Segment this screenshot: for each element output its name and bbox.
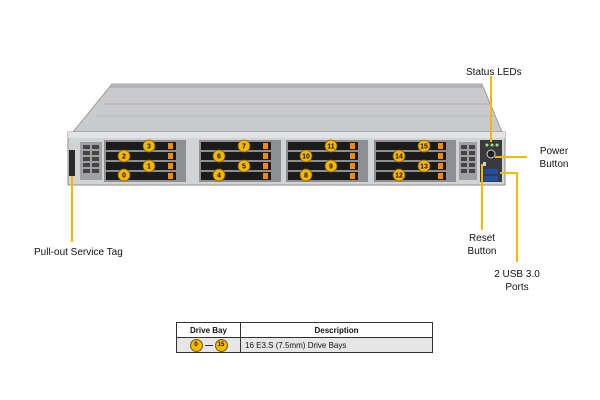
chassis-front-lip: [68, 132, 505, 138]
drive-badge-number: 5: [242, 164, 246, 171]
drive-badge-number: 4: [217, 173, 221, 180]
drive-badge-circle: [299, 149, 313, 163]
drive-badge-circle: [392, 149, 406, 163]
usb-ports-label-line1: 2 USB 3.0: [494, 269, 540, 280]
chassis-top-lid: [71, 83, 503, 133]
drive-badge-circle: [212, 149, 226, 163]
drive-badge-number: 6: [217, 154, 221, 161]
drive-badge-circle: [324, 159, 338, 173]
reset-button-label: Reset Button: [460, 232, 504, 258]
drive-badge-number: 2: [122, 154, 126, 161]
status-led-icon: [495, 143, 499, 147]
drive-badge-number: 0: [122, 173, 126, 180]
drive-badge-number: 12: [395, 173, 403, 180]
drive-badge-circle: [117, 149, 131, 163]
drive-badge-number: 1: [147, 164, 151, 171]
drive-badge-number: 13: [420, 164, 428, 171]
reset-button-label-line1: Reset: [468, 233, 496, 244]
usb-ports-label: 2 USB 3.0 Ports: [486, 268, 548, 294]
drive-badge-circle: [324, 139, 338, 153]
drive-badge-number: 15: [420, 144, 428, 151]
legend-row: 0 15 16 E3.S (7.5mm) Drive Bays: [176, 337, 433, 353]
right-vent-grille: [459, 142, 477, 180]
pull-out-service-tag: [69, 150, 75, 176]
legend-description: 16 E3.S (7.5mm) Drive Bays: [240, 337, 433, 353]
drive-badge-circle: [237, 139, 251, 153]
drive-badge-circle: [417, 139, 431, 153]
legend-header-description: Description: [240, 322, 433, 338]
legend-range-end-badge: 15: [214, 338, 228, 352]
status-led-icon: [490, 143, 494, 147]
power-button-label-line2: Button: [539, 159, 569, 170]
drive-badge-circle: [142, 159, 156, 173]
legend-header-drive-bay: Drive Bay: [176, 322, 241, 338]
drive-bay-legend-table: Drive Bay Description 0 15 16 E3.S (7.5mm…: [176, 322, 433, 353]
legend-range-start-badge: 0: [189, 338, 203, 352]
reset-button-label-line2: Button: [467, 246, 497, 257]
service-tag-label: Pull-out Service Tag: [34, 247, 123, 258]
drive-badge-number: 10: [302, 154, 310, 161]
drive-badge-circle: [142, 139, 156, 153]
left-vent-grille: [80, 142, 102, 180]
drive-badge-number: 3: [147, 144, 151, 151]
usb-ports-label-line2: Ports: [505, 282, 529, 293]
drive-badge-circle: [237, 159, 251, 173]
drive-badge-number: 8: [304, 173, 308, 180]
usb-port-icon: [484, 169, 498, 174]
drive-cage-4: [374, 140, 456, 182]
legend-header-row: Drive Bay Description: [176, 322, 433, 338]
power-button-label-line1: Power: [539, 146, 569, 157]
drive-badge-circle: [212, 168, 226, 182]
status-led-icon: [485, 143, 489, 147]
callout-lines: [71, 76, 527, 262]
drive-badge-circle: [417, 159, 431, 173]
drive-badge-number: 14: [395, 154, 403, 161]
power-button-label: Power Button: [532, 145, 576, 171]
legend-drive-range: 0 15: [176, 337, 241, 353]
drive-badge-circle: [117, 168, 131, 182]
drive-badge-number: 11: [327, 144, 335, 151]
power-button-icon: [486, 149, 496, 159]
chassis-top-edge: [110, 84, 484, 88]
usb-port-icon: [484, 176, 498, 181]
drive-badge-number: 9: [329, 164, 333, 171]
drive-badge-circle: [392, 168, 406, 182]
control-panel: [480, 140, 502, 182]
legend-range-dash: [204, 344, 213, 346]
drive-badge-number: 7: [242, 144, 246, 151]
status-leds-label: Status LEDs: [466, 67, 522, 78]
drive-badge-circle: [299, 168, 313, 182]
reset-button-icon: [483, 162, 486, 166]
